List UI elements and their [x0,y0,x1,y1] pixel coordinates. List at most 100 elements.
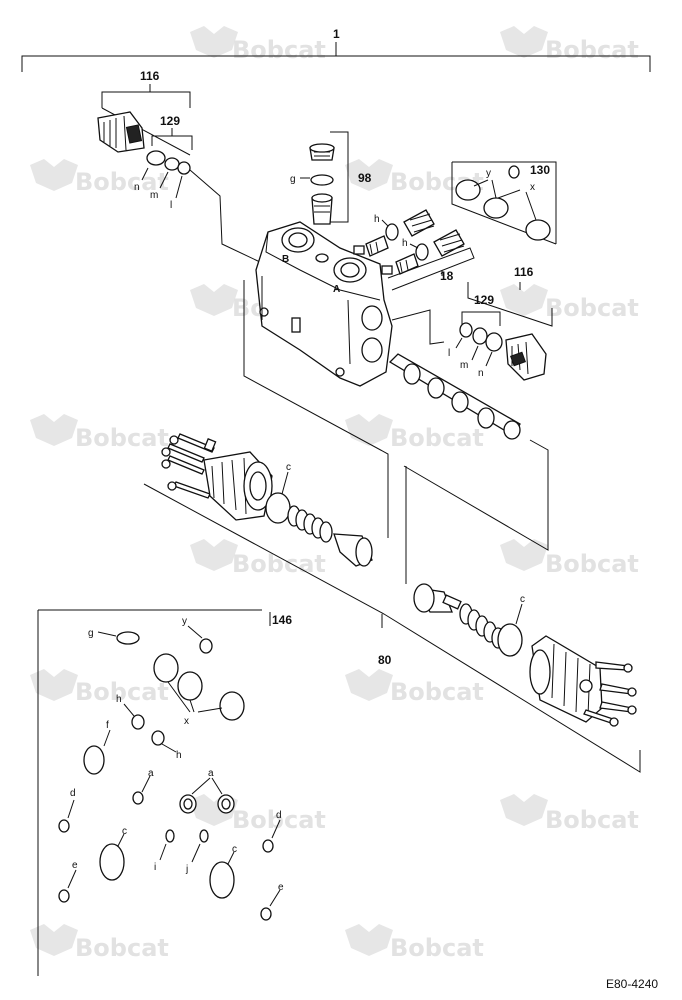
seal-kit-130-box [451,161,557,245]
callout-130: 130 [530,163,550,177]
o-ring-h-upper [385,223,399,241]
bobcat-logo-icon [30,414,78,446]
poppet-98 [311,193,333,225]
check-valve-plug-98 [309,143,335,161]
bobcat-logo-icon [30,159,78,191]
bobcat-logo-icon [345,924,393,956]
o-ring-130-1 [455,179,481,201]
main-spool [388,353,521,440]
letter-n-top: n [134,182,140,193]
bolts-left [161,433,217,499]
letter-h-upper: h [374,214,380,225]
watermark-text: Bobcat [545,550,639,578]
kit-o-ring-i [165,829,175,843]
kit-o-ring-a1 [132,791,144,805]
kit-letter-f: f [106,720,109,731]
letter-c-left: c [286,462,291,473]
o-ring-h-lower [415,243,429,261]
kit-letter-c1: c [122,826,127,837]
relief-valve-bracket-right [467,282,553,327]
backup-ring-m-right [472,327,488,345]
watermark-text: Bobcat [232,806,326,834]
callout-98: 98 [358,171,372,185]
callout-116-top: 116 [140,69,160,83]
spool-98-bracket [330,131,349,223]
bolts-right [583,661,637,727]
backup-ring-m-top [164,157,180,171]
kit-letter-y: y [182,616,187,627]
kit-o-ring-x2 [177,671,203,701]
kit-letter-e2: e [278,882,284,893]
leader-lines-130 [473,179,537,221]
seal-kit-146-box [37,609,271,976]
watermark-text: Bobcat [75,168,169,196]
kit-129-bracket-right [461,311,501,326]
spool-80-bracket [143,280,641,773]
kit-o-ring-e1 [58,889,70,903]
bobcat-logo-icon [30,924,78,956]
plug-18-upper-stem [353,235,389,257]
port-label-b: B [282,254,289,265]
watermark-text: Bobcat [390,424,484,452]
letter-x-130: x [530,182,535,193]
kit-letter-d1: d [70,788,76,799]
letter-l-right: l [448,348,450,359]
letter-y-130: y [486,168,491,179]
o-ring-130-y [508,165,520,179]
letter-c-right: c [520,594,525,605]
watermark-text: Bobcat [75,934,169,962]
o-ring-n-top [146,150,166,166]
watermark-text: Bobcat [75,678,169,706]
spring-seat-left [333,533,373,567]
port-label-a: A [333,284,340,295]
bobcat-logo-icon [345,159,393,191]
spring-seat-right [413,583,462,613]
letter-h-lower: h [402,238,408,249]
kit-letter-x: x [184,716,189,727]
spring-left [287,505,333,543]
kit-o-ring-d1 [58,819,70,833]
watermark-text: Bobcat [545,806,639,834]
letter-g: g [290,174,296,185]
leader-lines [141,167,183,199]
spring-cap-left [203,451,273,521]
axis-line-right [391,309,445,345]
axis-line [189,169,261,263]
bobcat-logo-icon [345,414,393,446]
kit-letter-e1: e [72,860,78,871]
leader-h-lower [409,243,419,249]
o-ring-g [310,174,334,186]
callout-18: 18 [440,269,454,283]
plug-18-bracket [387,247,475,291]
kit-o-ring-g [116,631,140,645]
kit-o-ring-c2 [209,861,235,899]
kit-o-ring-h1 [131,714,145,730]
kit-o-ring-e2 [260,907,272,921]
watermark-text: Bobcat [390,678,484,706]
plug-18-lower-stem [381,253,419,275]
spring-cap-right [529,635,603,723]
valve-body [255,221,393,387]
bobcat-logo-icon [500,539,548,571]
kit-o-ring-y [199,638,213,654]
bobcat-logo-icon [500,794,548,826]
kit-letter-j: j [185,864,188,875]
o-ring-l-top [177,161,191,175]
bobcat-logo-icon [345,669,393,701]
kit-o-ring-j [199,829,209,843]
kit-129-bracket-top [151,128,193,150]
kit-o-ring-d2 [262,839,274,853]
letter-n-right: n [478,368,484,379]
o-ring-l-right [459,322,473,338]
kit-letter-i: i [154,862,156,873]
bobcat-logo-icon [30,669,78,701]
callout-146: 146 [272,613,292,627]
bobcat-logo-icon [500,284,548,316]
kit-letter-a1: a [148,768,154,779]
bobcat-logo-icon [190,26,238,58]
kit-letter-c2: c [232,844,237,855]
o-ring-130-x1 [483,197,509,219]
kit-o-ring-x1 [153,653,179,683]
plug-18-upper [403,209,435,237]
